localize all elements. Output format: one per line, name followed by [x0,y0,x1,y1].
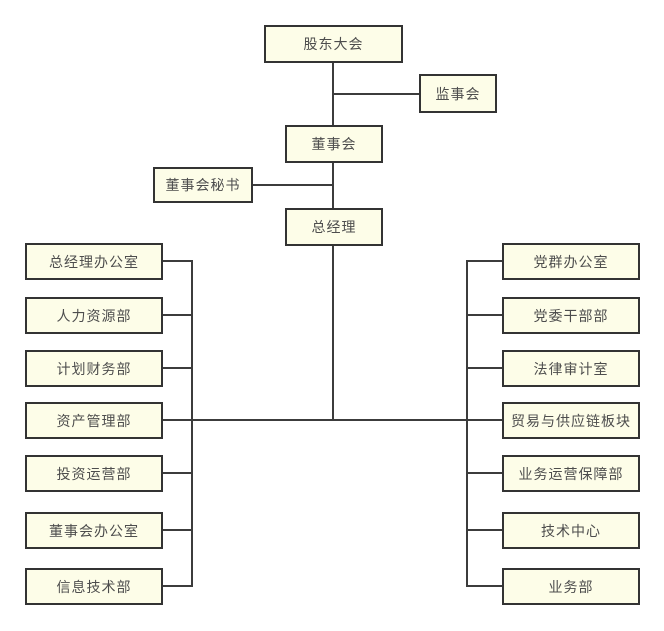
connector-left-stub-3 [163,367,193,369]
connector-right-stub-6 [466,529,502,531]
connector-left-stub-2 [163,314,193,316]
org-node-left-dept-5: 投资运营部 [25,455,163,492]
org-node-left-dept-4: 资产管理部 [25,402,163,439]
connector-right-stub-3 [466,367,502,369]
org-node-supervisory-board: 监事会 [419,74,497,113]
org-node-left-dept-1: 总经理办公室 [25,243,163,280]
connector-trunk-horizontal [191,419,468,421]
connector-left-stub-1 [163,260,193,262]
org-node-left-dept-7: 信息技术部 [25,568,163,605]
org-node-board-of-directors: 董事会 [285,125,383,163]
connector-right-stub-1 [466,260,502,262]
connector-right-stub-7 [466,585,502,587]
connector-left-bus [191,260,193,587]
org-node-left-dept-3: 计划财务部 [25,350,163,387]
connector-right-stub-2 [466,314,502,316]
connector-right-stub-4 [466,419,502,421]
org-node-board-secretary: 董事会秘书 [153,167,253,203]
org-node-left-dept-2: 人力资源部 [25,297,163,334]
connector-supervisory-branch [332,93,419,95]
connector-right-stub-5 [466,472,502,474]
connector-gm-to-trunk [332,246,334,421]
org-node-right-dept-7: 业务部 [502,568,640,605]
connector-left-stub-6 [163,529,193,531]
org-node-right-dept-3: 法律审计室 [502,350,640,387]
org-node-right-dept-6: 技术中心 [502,512,640,549]
org-node-right-dept-2: 党委干部部 [502,297,640,334]
org-node-left-dept-6: 董事会办公室 [25,512,163,549]
connector-secretary-branch [253,184,334,186]
org-node-general-manager: 总经理 [285,208,383,246]
connector-left-stub-5 [163,472,193,474]
org-node-right-dept-1: 党群办公室 [502,243,640,280]
org-node-shareholders-meeting: 股东大会 [264,25,403,63]
org-node-right-dept-5: 业务运营保障部 [502,455,640,492]
connector-right-bus [466,260,468,587]
connector-left-stub-7 [163,585,193,587]
connector-left-stub-4 [163,419,193,421]
org-node-right-dept-4: 贸易与供应链板块 [502,402,640,439]
